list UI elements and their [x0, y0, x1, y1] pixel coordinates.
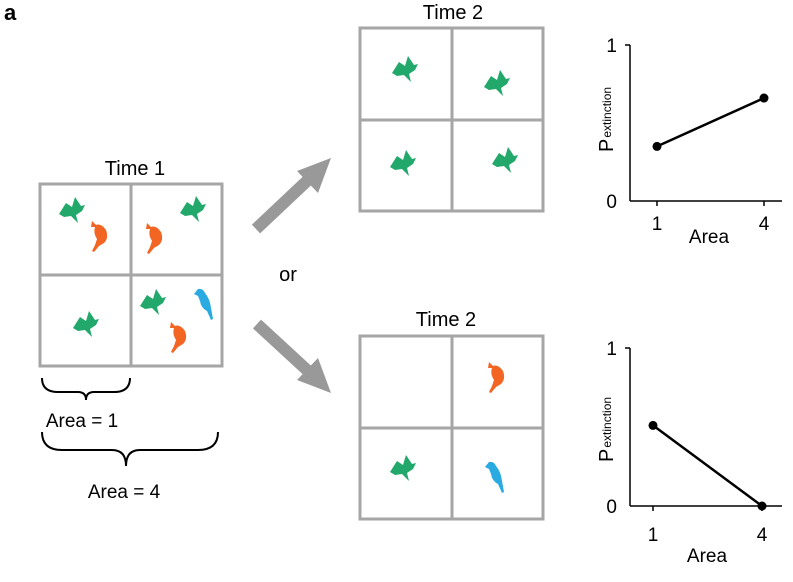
series-line	[656, 96, 765, 148]
bird-green-icon	[73, 311, 99, 337]
or-label: or	[279, 264, 297, 286]
ytick-label: 0	[606, 497, 617, 518]
data-point	[652, 141, 662, 151]
arrow-up	[251, 158, 331, 234]
arrow-down	[252, 319, 331, 393]
y-axis-label-sub: extinction	[600, 397, 614, 448]
y-axis-label-sub: extinction	[600, 87, 614, 138]
xtick-label: 4	[757, 525, 768, 546]
chart-top: 1 0 1 4 Area Pextinction	[596, 36, 782, 248]
y-axis-label-main: P	[596, 139, 618, 152]
bird-orange-icon	[488, 362, 505, 393]
xtick-label: 4	[759, 214, 770, 235]
bird-green-icon	[390, 150, 416, 176]
bird-green-icon	[484, 70, 510, 96]
ytick-label: 1	[606, 339, 617, 360]
bird-green-icon	[492, 147, 518, 173]
time2-bottom-title: Time 2	[416, 309, 476, 331]
y-axis-label-main: P	[596, 449, 618, 462]
area-4-label: Area = 4	[88, 482, 161, 503]
ytick-label: 1	[606, 36, 617, 57]
area-1-label: Area = 1	[46, 411, 118, 432]
panel-label: a	[4, 0, 17, 25]
time2-top-grid	[358, 26, 545, 213]
brace-area-1	[41, 377, 131, 401]
bird-orange-icon	[170, 322, 187, 353]
data-point	[757, 501, 767, 511]
ytick-label: 0	[606, 192, 617, 213]
bird-green-icon	[180, 196, 206, 222]
x-axis-label: Area	[689, 227, 730, 248]
bird-blue-icon	[485, 461, 504, 493]
time2-top-title: Time 2	[423, 2, 483, 24]
bird-green-icon	[140, 289, 166, 315]
bird-orange-icon	[91, 221, 108, 252]
series-line	[652, 424, 763, 508]
time2-bottom-grid	[358, 334, 545, 521]
xtick-label: 1	[648, 525, 659, 546]
time1-grid	[38, 182, 224, 368]
data-point	[648, 420, 658, 430]
bird-orange-icon	[146, 223, 163, 254]
time1-title: Time 1	[105, 158, 165, 180]
chart-bottom: 1 0 1 4 Area Pextinction	[596, 339, 782, 567]
y-axis-label: Pextinction	[596, 87, 618, 152]
bird-green-icon	[390, 455, 416, 481]
bird-green-icon	[59, 197, 85, 223]
xtick-label: 1	[652, 214, 663, 235]
y-axis-label: Pextinction	[596, 397, 618, 462]
brace-area-4	[41, 431, 219, 467]
data-point	[759, 93, 769, 103]
x-axis-label: Area	[687, 546, 728, 567]
bird-blue-icon	[194, 288, 213, 320]
bird-green-icon	[392, 56, 418, 82]
